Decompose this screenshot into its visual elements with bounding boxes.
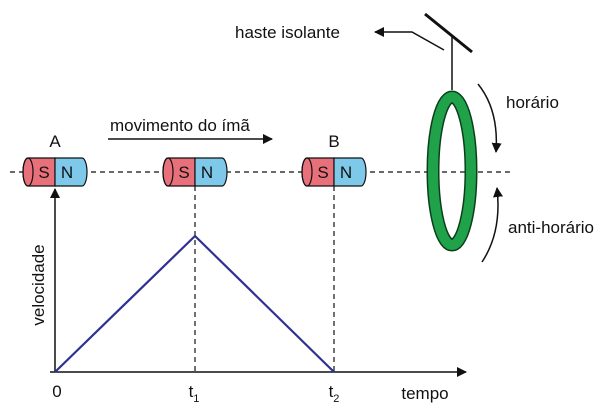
tick-label-t1: t1 [189,382,200,405]
tick-label-0: 0 [52,382,61,401]
movement-label: movimento do ímã [110,116,250,135]
magnet-n-label: N [61,163,73,182]
anti-horario-label: anti-horário [508,218,594,237]
clockwise-arrow [478,84,496,152]
magnet-s-label: S [178,163,189,182]
magnet-s-label: S [317,163,328,182]
rod-top-bar [425,14,472,52]
position-a-label: A [49,132,61,151]
haste-pointer-line [375,32,444,50]
velocity-segment [55,236,195,372]
tick-label-t2: t2 [329,382,340,405]
magnet-n-label: N [340,163,352,182]
y-axis-label: velocidade [29,244,48,325]
magnet-s-label: S [38,163,49,182]
haste-label: haste isolante [235,23,340,42]
horario-label: horário [506,93,559,112]
counterclockwise-arrow [482,188,498,262]
conducting-ring [433,97,471,245]
x-axis-label: tempo [401,384,448,403]
position-b-label: B [328,132,339,151]
magnet-n-label: N [201,163,213,182]
velocity-segment [195,236,334,372]
